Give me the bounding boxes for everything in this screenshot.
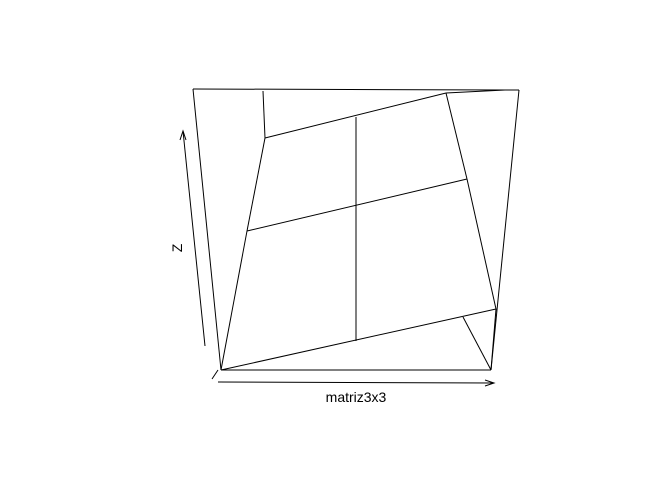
box-top-edge [192,88,520,91]
x-axis-label: matriz3x3 [326,389,387,405]
mesh-line-middle-row [246,178,468,232]
mesh-line-right-upper [445,92,468,180]
surface-mesh [220,89,506,371]
z-axis-stub [211,369,219,380]
x-axis-arrowhead [484,379,496,387]
z-axis-label: Z [169,243,185,252]
mesh-line-front-corner [490,308,497,371]
mesh-line-skirt-diagonal [462,316,492,371]
mesh-line-top [264,92,447,139]
mesh-line-rear-right [445,89,506,94]
z-axis-arrow-shaft [182,130,206,347]
box-right-edge [490,89,520,371]
mesh-line-left-lower [220,230,248,371]
box-left-edge [192,88,222,371]
z-axis: Z [169,129,219,380]
mesh-line-bottom-row [220,308,497,371]
x-axis-arrow-shaft [217,381,495,384]
mesh-line-rear-left [262,90,266,139]
bounding-box [192,88,520,371]
mesh-line-left-upper [246,137,266,232]
mesh-line-right-lower [466,178,497,310]
x-axis: matriz3x3 [217,379,496,405]
z-axis-arrowhead [179,129,187,141]
